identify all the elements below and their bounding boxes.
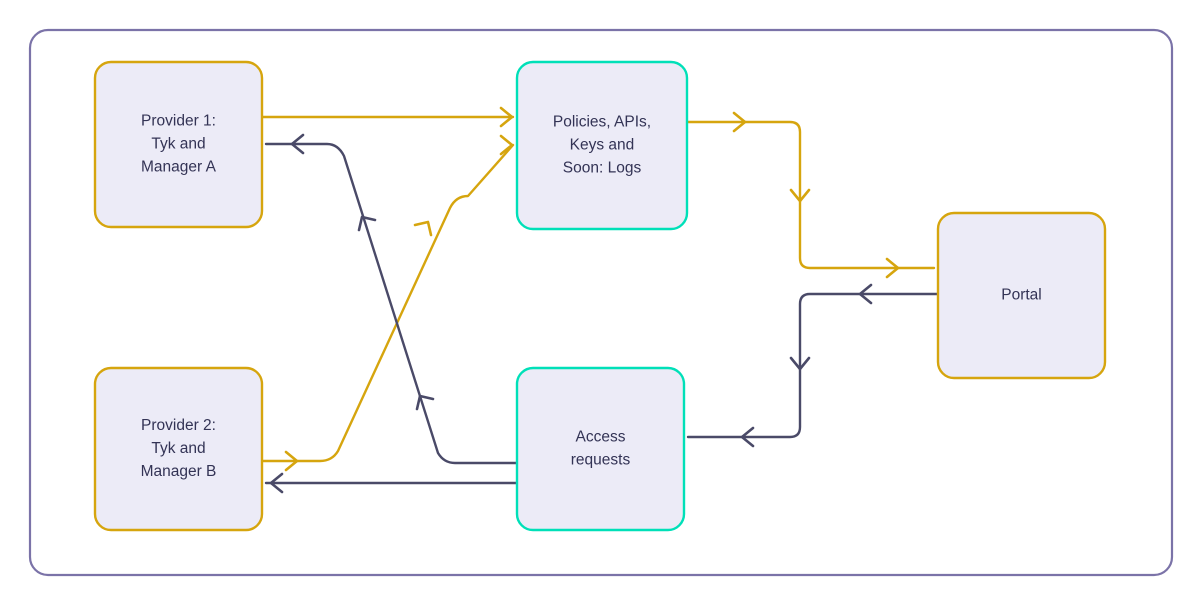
- edge-portal-to-access-requests: [686, 283, 940, 448]
- diagram-frame: [28, 28, 1174, 577]
- node-access-requests-shape[interactable]: [515, 366, 686, 532]
- edge-access-requests-to-provider1-arrowhead-1: [415, 394, 435, 411]
- edge-access-requests-to-provider2-arrowhead-1: [269, 472, 284, 494]
- edge-provider1-to-policies: [260, 106, 515, 128]
- node-portal[interactable]: Portal: [936, 211, 1107, 380]
- edge-provider2-to-policies-arrowhead-1: [284, 450, 299, 472]
- edge-policies-to-portal-arrowhead-3: [885, 257, 900, 279]
- node-policies-apis-keys-logs-shape[interactable]: [515, 60, 689, 231]
- edge-access-requests-to-provider1-arrowhead-3: [290, 133, 305, 155]
- node-provider-1-shape[interactable]: [93, 60, 264, 229]
- edge-provider2-to-policies: [0, 0, 514, 472]
- node-provider-2-shape[interactable]: [93, 366, 264, 532]
- diagram-edges: [0, 0, 940, 494]
- edge-policies-to-portal: [685, 111, 936, 279]
- edge-provider2-to-policies-arrowhead-3: [499, 134, 514, 156]
- edge-access-requests-to-provider1-line: [264, 142, 519, 465]
- edge-provider2-to-policies-arrowhead-2: [413, 220, 433, 237]
- edge-policies-to-portal-arrowhead-1: [732, 111, 747, 133]
- outer-frame: [28, 28, 1174, 577]
- node-portal-shape[interactable]: [936, 211, 1107, 380]
- edge-provider1-to-policies-arrowhead-1: [499, 106, 514, 128]
- edge-access-requests-to-provider1: [264, 133, 519, 465]
- edge-portal-to-access-requests-arrowhead-3: [740, 426, 755, 448]
- edge-portal-to-access-requests-arrowhead-2: [789, 356, 811, 371]
- edge-policies-to-portal-arrowhead-2: [789, 188, 811, 203]
- edge-policies-to-portal-line: [685, 120, 936, 270]
- edge-portal-to-access-requests-line: [686, 292, 940, 439]
- edge-portal-to-access-requests-arrowhead-1: [858, 283, 873, 305]
- edge-access-requests-to-provider1-arrowhead-2: [357, 215, 377, 232]
- edge-access-requests-to-provider2: [264, 472, 519, 494]
